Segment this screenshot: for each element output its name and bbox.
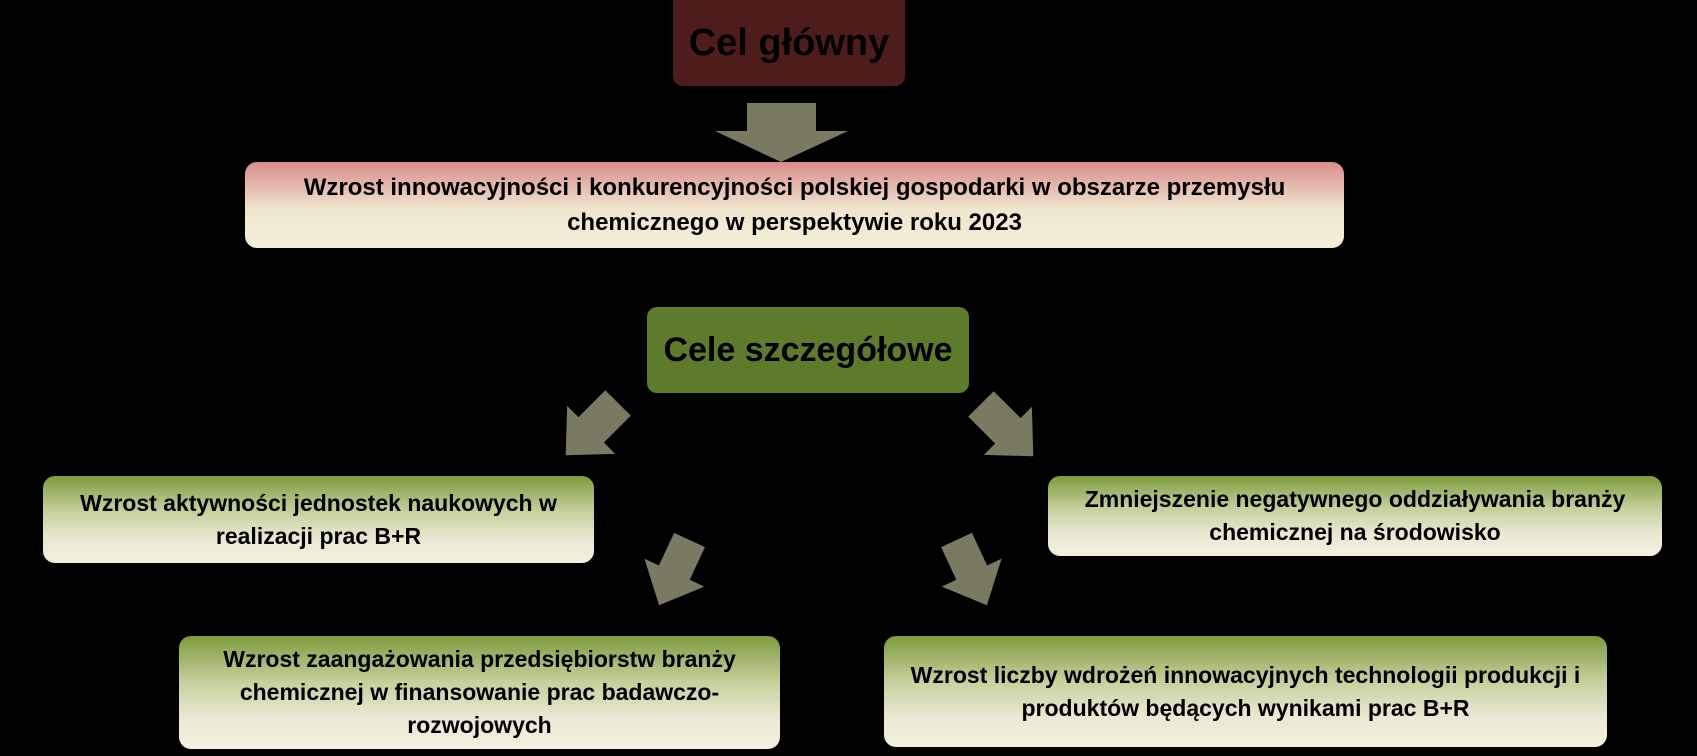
specific-goals-header: Cele szczegółowe [647,307,969,393]
specific-goal-research-units: Wzrost aktywności jednostek naukowych w … [43,476,594,563]
arrow-down-left-upper [565,390,631,456]
arrow-down-right-lower [941,532,1002,606]
arrow-down-left-lower [644,532,705,606]
main-goal-box: Wzrost innowacyjności i konkurencyjności… [245,162,1344,248]
specific-goal-implementations: Wzrost liczby wdrożeń innowacyjnych tech… [884,636,1607,747]
main-goal-header: Cel główny [673,0,905,86]
specific-goal-business-funding: Wzrost zaangażowania przedsiębiorstw bra… [179,636,780,749]
arrow-down-right-upper [968,391,1034,457]
specific-goal-environment: Zmniejszenie negatywnego oddziaływania b… [1048,476,1662,556]
arrow-down-main [715,103,848,162]
